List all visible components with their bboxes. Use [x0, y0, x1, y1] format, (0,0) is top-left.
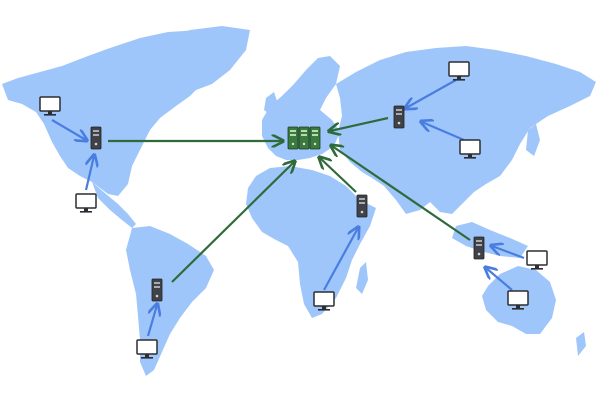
- server-arrow-east-africa: [320, 158, 357, 193]
- client-arrow-siberia: [406, 79, 457, 108]
- greenland-landmass: [160, 26, 250, 90]
- new-zealand-landmass: [576, 332, 586, 356]
- monitor-icon: [448, 61, 470, 81]
- network-nodes: [39, 61, 548, 359]
- server-tower-icon: [356, 194, 368, 218]
- client-arrow-pacific-islands: [492, 246, 525, 260]
- africa-landmass: [246, 166, 376, 318]
- southeast-asia-islands: [452, 222, 528, 258]
- server-tower-icon: [393, 105, 405, 129]
- server-tower-icon: [151, 278, 163, 302]
- client-arrow-southern-africa: [323, 228, 358, 291]
- monitor-icon: [75, 193, 97, 213]
- server-connections: [108, 116, 471, 283]
- monitor-icon: [136, 339, 158, 359]
- monitor-icon: [313, 291, 335, 311]
- client-arrow-australia: [486, 268, 513, 291]
- server-tower-icon: [90, 126, 102, 150]
- server-rack-icon: [287, 126, 321, 150]
- client-connections: [51, 79, 525, 337]
- server-arrow-south-america: [171, 162, 294, 283]
- server-tower-icon: [473, 236, 485, 260]
- north-america-landmass: [2, 30, 236, 196]
- central-america-landmass: [92, 182, 136, 228]
- europe-landmass: [262, 56, 340, 160]
- server-arrow-russia: [330, 116, 389, 131]
- uk-landmass: [264, 92, 278, 116]
- monitor-icon: [459, 139, 481, 159]
- server-arrow-southeast-asia: [332, 146, 471, 241]
- client-arrow-china: [422, 122, 465, 142]
- monitor-icon: [526, 250, 548, 270]
- madagascar-landmass: [356, 262, 368, 294]
- client-arrow-mexico: [84, 156, 94, 191]
- client-arrow-canada-west: [51, 119, 86, 140]
- japan-landmass: [526, 124, 540, 156]
- monitor-icon: [39, 96, 61, 116]
- monitor-icon: [507, 290, 529, 310]
- asia-landmass: [336, 46, 596, 214]
- client-arrow-south-america-south: [146, 305, 157, 337]
